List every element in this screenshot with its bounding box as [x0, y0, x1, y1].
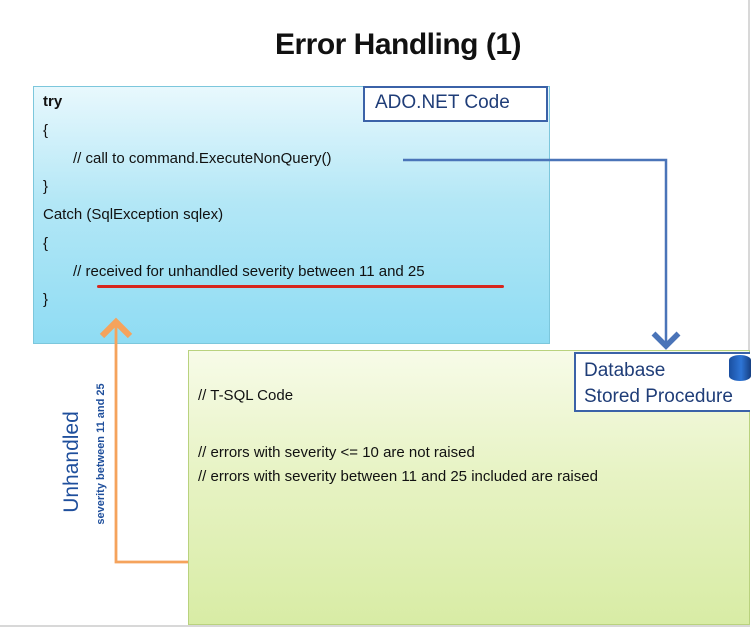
tsql-line-raised: // errors with severity between 11 and 2… — [198, 468, 598, 485]
tsql-heading: // T-SQL Code — [198, 387, 294, 404]
ado-net-code-label: ADO.NET Code — [363, 86, 548, 122]
ado-net-code-box — [33, 86, 550, 344]
database-cylinder-icon — [729, 355, 751, 381]
return-arrow — [99, 317, 188, 564]
database-label-line1: Database — [584, 360, 666, 381]
code-line-execute-call: // call to command.ExecuteNonQuery() — [73, 150, 332, 167]
code-line-catch: Catch (SqlException sqlex) — [43, 206, 224, 223]
call-arrow — [403, 158, 681, 350]
code-line-close-brace-2: } — [43, 291, 49, 308]
database-label-line2: Stored Procedure — [584, 386, 733, 407]
tsql-line-not-raised: // errors with severity <= 10 are not ra… — [198, 444, 475, 461]
unhandled-main-label: Unhandled — [60, 411, 83, 513]
slide-title: Error Handling (1) — [274, 28, 522, 61]
code-line-received-comment: // received for unhandled severity betwe… — [73, 263, 425, 280]
code-line-close-brace: } — [43, 178, 49, 195]
code-line-try: try — [43, 93, 63, 110]
code-line-open-brace: { — [43, 122, 49, 139]
highlight-underline — [97, 285, 504, 288]
unhandled-severity-label: severity between 11 and 25 — [95, 383, 107, 525]
code-line-open-brace-2: { — [43, 235, 49, 252]
database-stored-procedure-label: Database Stored Procedure — [574, 352, 750, 412]
